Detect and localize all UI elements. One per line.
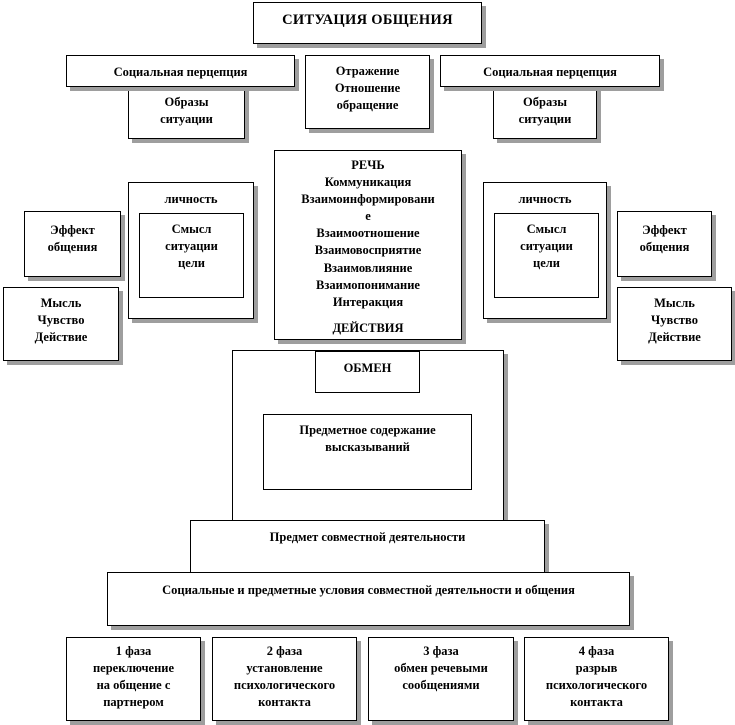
speech-box: РЕЧЬ Коммуникация Взаимоинформировани е … (274, 150, 462, 340)
perception-right: Социальная перцепция (483, 65, 617, 79)
perception-left-box: Социальная перцепция (66, 55, 295, 87)
personality-right: личность (518, 192, 572, 206)
exchange-label: ОБМЕН (343, 361, 392, 375)
conditions: Социальные и предметные условия совместн… (162, 583, 575, 597)
speech-text: РЕЧЬ Коммуникация Взаимоинформировани е … (301, 158, 435, 309)
joint-subject-box: Предмет совместной деятельности (190, 520, 545, 574)
conditions-box: Социальные и предметные условия совместн… (107, 572, 630, 626)
title-box: СИТУАЦИЯ ОБЩЕНИЯ (253, 2, 482, 44)
perception-right-box: Социальная перцепция (440, 55, 660, 87)
perception-left: Социальная перцепция (113, 65, 248, 79)
actions-label: ДЕЙСТВИЯ (332, 321, 404, 335)
personality-left: личность (164, 192, 218, 206)
title: СИТУАЦИЯ ОБЩЕНИЯ (282, 12, 453, 28)
joint-subject: Предмет совместной деятельности (269, 530, 466, 544)
exchange-box: ОБМЕН (315, 351, 420, 393)
